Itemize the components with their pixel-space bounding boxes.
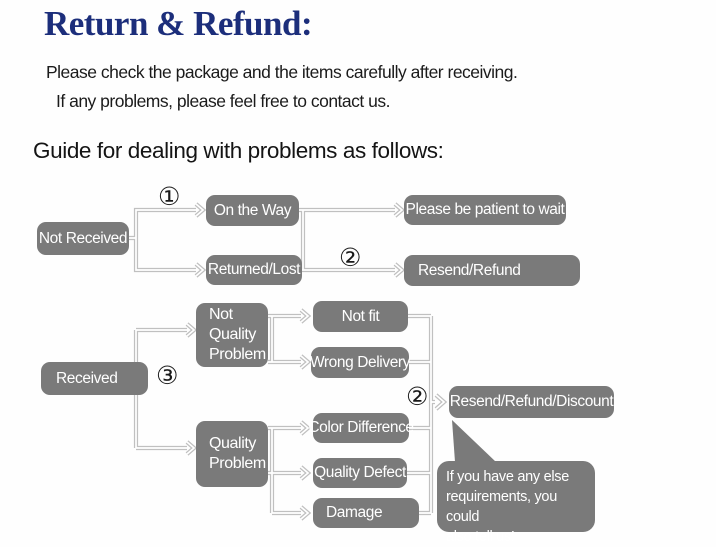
node-received: Received bbox=[41, 362, 148, 395]
step-2-marker-bottom: ② bbox=[406, 382, 429, 411]
step-1-marker: ① bbox=[158, 182, 181, 211]
step-3-marker: ③ bbox=[156, 361, 179, 390]
node-not-fit: Not fit bbox=[313, 301, 408, 332]
flowchart-connectors bbox=[129, 202, 496, 521]
arrow-icon bbox=[195, 203, 205, 217]
node-not-received: Not Received bbox=[37, 222, 129, 255]
arrow-icon bbox=[186, 323, 196, 337]
arrow-icon bbox=[300, 355, 310, 369]
node-returned-lost: Returned/Lost bbox=[206, 255, 302, 285]
return-refund-infographic: Return & Refund: Please check the packag… bbox=[33, 4, 614, 545]
step-2-marker-top: ② bbox=[339, 243, 362, 272]
guide-heading: Guide for dealing with problems as follo… bbox=[33, 138, 444, 163]
arrow-icon bbox=[186, 441, 196, 455]
node-resend-refund-discount: Resend/Refund/Discount bbox=[449, 386, 614, 418]
arrow-icon bbox=[300, 506, 310, 520]
node-color-difference: Color Difference bbox=[308, 413, 414, 443]
arrow-icon bbox=[300, 421, 310, 435]
node-quality-problem: Quality Problem bbox=[196, 421, 268, 487]
node-resend-refund: Resend/Refund bbox=[404, 255, 580, 286]
node-on-the-way: On the Way bbox=[206, 195, 299, 226]
bubble-tail bbox=[452, 420, 496, 462]
arrow-icon bbox=[394, 263, 404, 277]
node-damage: Damage bbox=[313, 498, 419, 528]
arrow-icon bbox=[300, 309, 310, 323]
node-please-be-patient: Please be patient to wait bbox=[404, 195, 566, 225]
note-speech-bubble: If you have any else requirements, you c… bbox=[437, 461, 595, 545]
arrow-icon bbox=[394, 203, 404, 217]
page-title: Return & Refund: bbox=[44, 4, 313, 43]
arrow-icon bbox=[195, 263, 205, 277]
node-wrong-delivery: Wrong Delivery bbox=[310, 347, 410, 378]
node-not-quality-problem: Not Quality Problem bbox=[196, 303, 268, 367]
arrow-icon bbox=[435, 394, 446, 410]
arrow-icon bbox=[300, 466, 310, 480]
subtitle-line-1: Please check the package and the items c… bbox=[46, 62, 518, 82]
node-quality-defect: Quality Defect bbox=[313, 458, 407, 488]
subtitle-line-2: If any problems, please feel free to con… bbox=[56, 91, 390, 111]
